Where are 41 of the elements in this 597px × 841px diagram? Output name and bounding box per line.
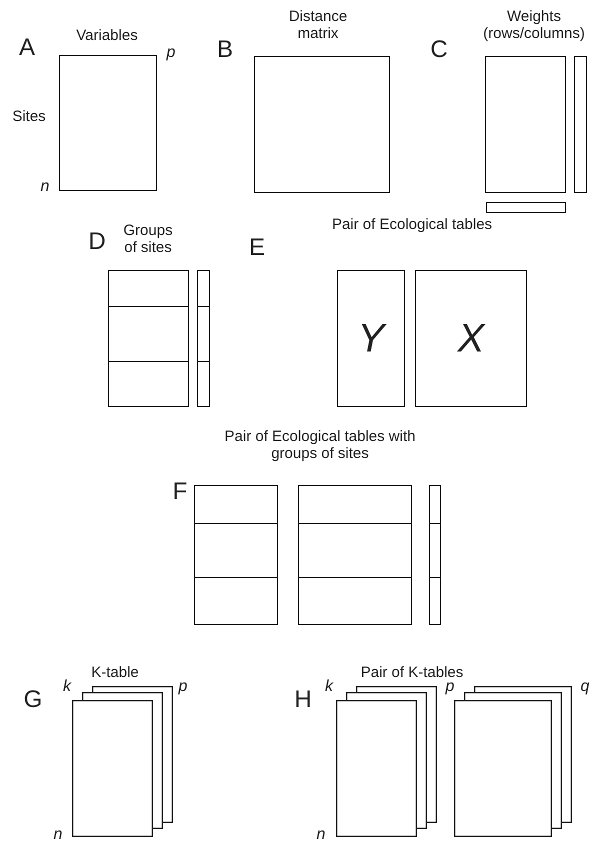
matrix-table xyxy=(194,485,278,625)
panel-letter: D xyxy=(87,228,107,256)
axis-label: Sites xyxy=(11,108,47,126)
matrix-table xyxy=(485,56,566,193)
panel-letter: B xyxy=(216,36,234,64)
panel-letter: C xyxy=(429,36,449,64)
dimension-symbol: n xyxy=(40,178,50,196)
caption-text: Distance matrix xyxy=(288,8,348,42)
panel-letter: A xyxy=(18,34,36,62)
panel-letter: E xyxy=(248,234,266,262)
matrix-table xyxy=(254,56,390,193)
panel-letter: F xyxy=(172,478,188,506)
matrix-table xyxy=(298,485,412,625)
table-stack-drawing xyxy=(336,686,437,837)
caption-text: Pair of Ecological tables with groups of sites xyxy=(224,428,416,462)
dimension-symbol: k xyxy=(324,678,334,696)
matrix-symbol: X xyxy=(456,316,486,361)
matrix-table xyxy=(59,55,157,191)
panel-letter: H xyxy=(293,686,313,714)
table-stack-drawing xyxy=(454,686,572,837)
matrix-table xyxy=(415,270,527,407)
dimension-symbol: k xyxy=(62,678,72,696)
dimension-symbol: n xyxy=(316,826,326,841)
panel-letter: G xyxy=(22,686,44,714)
caption-text: K-table xyxy=(90,664,140,682)
weight-bar xyxy=(197,270,210,407)
dimension-symbol: p xyxy=(165,44,176,62)
matrix-table xyxy=(337,270,405,407)
matrix-table xyxy=(108,270,189,407)
matrix-symbol: Y xyxy=(356,316,388,361)
caption-text: Variables xyxy=(75,27,139,44)
weight-bar xyxy=(486,202,566,213)
caption-text: Weights (rows/columns) xyxy=(482,8,586,42)
dimension-symbol: q xyxy=(580,678,590,696)
table-stack-drawing xyxy=(72,686,173,837)
weight-bar xyxy=(574,56,587,193)
dimension-symbol: p xyxy=(177,678,188,696)
weight-bar xyxy=(429,485,441,625)
caption-text: Pair of Ecological tables xyxy=(330,216,494,234)
caption-text: Groups of sites xyxy=(122,222,174,256)
dimension-symbol: n xyxy=(52,826,64,841)
